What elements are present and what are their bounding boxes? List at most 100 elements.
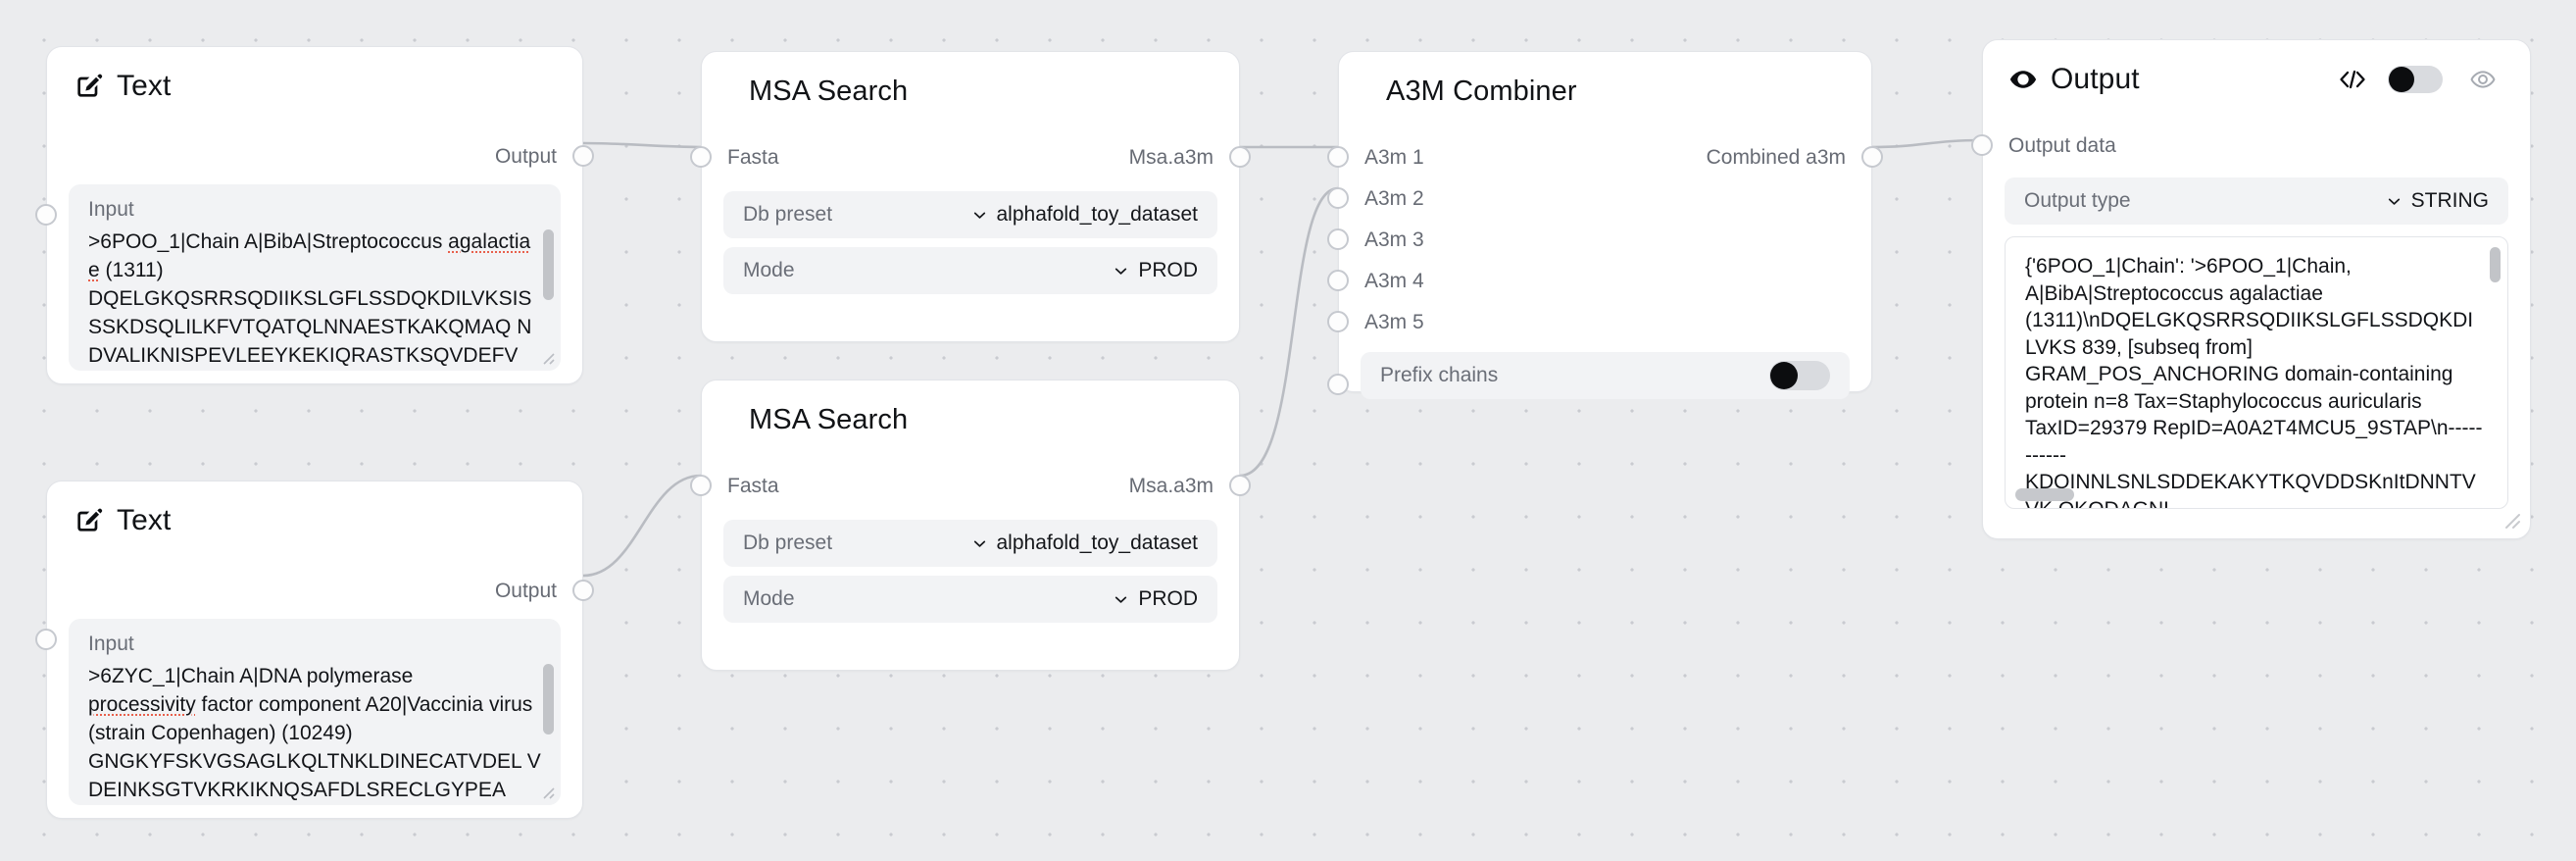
output-data-text: {'6POO_1|Chain': '>6POO_1|Chain, A|BibA|…	[2025, 255, 2483, 509]
input-port-handle[interactable]	[35, 629, 57, 650]
field-label: Output type	[2024, 189, 2131, 212]
a3m-2-input-port-handle[interactable]	[1327, 187, 1349, 209]
port-row-a3m-5: A3m 5	[1327, 305, 1871, 338]
field-label: Db preset	[743, 532, 833, 554]
field-mode[interactable]: Mode PROD	[723, 247, 1217, 294]
text-value-head: >6ZYC_1|Chain A|DNA polymerase	[88, 665, 414, 687]
vertical-scrollbar[interactable]	[2490, 247, 2501, 282]
field-mode[interactable]: Mode PROD	[723, 576, 1217, 623]
prefix-chains-toggle[interactable]	[1769, 361, 1830, 390]
vertical-scrollbar[interactable]	[543, 664, 554, 734]
node-text-2[interactable]: Text Output Input >6ZYC_1|Chain A|DNA po…	[35, 481, 594, 819]
edge-text1-to-msa1	[582, 141, 702, 149]
input-port-handle[interactable]	[35, 204, 57, 226]
prefix-chains-input-port-handle[interactable]	[1327, 374, 1349, 395]
msa-output-label: Msa.a3m	[1128, 474, 1214, 497]
horizontal-scrollbar[interactable]	[2015, 488, 2074, 501]
node-header: MSA Search	[702, 380, 1239, 441]
io-port-row: Fasta Msa.a3m	[690, 469, 1251, 502]
msa-output-port-handle[interactable]	[1229, 475, 1251, 496]
a3m-2-label: A3m 2	[1364, 186, 1424, 210]
io-port-row: Fasta Msa.a3m	[690, 140, 1251, 174]
field-label: Prefix chains	[1380, 364, 1499, 386]
a3m-4-label: A3m 4	[1364, 269, 1424, 292]
resize-handle[interactable]	[537, 347, 555, 365]
text-value-tail: factor component A20|Vaccinia virus (str…	[88, 693, 541, 801]
msa-output-label: Msa.a3m	[1128, 145, 1214, 169]
node-msa-search-2[interactable]: MSA Search Fasta Msa.a3m Db preset alpha…	[690, 380, 1251, 671]
output-port-label: Output	[494, 579, 557, 602]
code-brackets-icon[interactable]	[2338, 68, 2367, 91]
field-label: Mode	[743, 587, 795, 610]
port-row-a3m-2: A3m 2	[1327, 181, 1871, 215]
text-input-box[interactable]: Input >6ZYC_1|Chain A|DNA polymerase pro…	[69, 619, 561, 805]
node-header: Output	[1983, 40, 2530, 101]
output-data-port-row: Output data	[1971, 128, 2530, 162]
field-output-type[interactable]: Output type STRING	[2005, 177, 2508, 225]
fasta-input-port-handle[interactable]	[690, 146, 712, 168]
resize-handle[interactable]	[2499, 507, 2520, 529]
node-header: A3M Combiner	[1339, 52, 1871, 113]
text-value[interactable]: >6POO_1|Chain A|BibA|Streptococcus agala…	[88, 228, 541, 370]
port-row-a3m-3: A3m 3	[1327, 223, 1871, 256]
node-title-label: MSA Search	[749, 75, 909, 107]
fasta-input-port-handle[interactable]	[690, 475, 712, 496]
field-db-preset[interactable]: Db preset alphafold_toy_dataset	[723, 191, 1217, 238]
port-row-a3m-1: A3m 1 Combined a3m	[1327, 140, 1883, 174]
text-value[interactable]: >6ZYC_1|Chain A|DNA polymerase processiv…	[88, 662, 541, 804]
node-title-label: Text	[117, 504, 172, 536]
field-label: Input	[88, 633, 134, 655]
output-port-label: Output	[494, 144, 557, 168]
field-prefix-chains[interactable]: Prefix chains	[1361, 352, 1850, 399]
a3m-1-input-port-handle[interactable]	[1327, 146, 1349, 168]
vertical-scrollbar[interactable]	[543, 229, 554, 300]
resize-handle[interactable]	[537, 782, 555, 799]
output-data-input-port-handle[interactable]	[1971, 134, 1993, 156]
eye-outline-icon[interactable]	[2469, 66, 2497, 93]
a3m-5-label: A3m 5	[1364, 310, 1424, 333]
field-value[interactable]: alphafold_toy_dataset	[971, 203, 1198, 227]
chevron-down-icon	[1115, 596, 1127, 603]
a3m-3-input-port-handle[interactable]	[1327, 228, 1349, 250]
a3m-4-input-port-handle[interactable]	[1327, 270, 1349, 291]
node-a3m-combiner[interactable]: A3M Combiner A3m 1 Combined a3m A3m 2 A3…	[1327, 51, 1883, 399]
output-data-box[interactable]: {'6POO_1|Chain': '>6POO_1|Chain, A|BibA|…	[2005, 236, 2508, 509]
edge-combiner-to-output	[1871, 138, 1983, 149]
edge-msa2-to-a3m2	[1239, 186, 1339, 478]
field-value-text: PROD	[1138, 587, 1198, 610]
node-title-label: MSA Search	[749, 403, 909, 435]
output-visibility-toggle[interactable]	[2388, 66, 2443, 93]
field-value-text: STRING	[2410, 189, 2489, 212]
chevron-down-icon	[973, 212, 985, 219]
node-header: MSA Search	[702, 52, 1239, 113]
output-port-handle[interactable]	[572, 580, 594, 601]
eye-filled-icon	[2008, 65, 2038, 94]
field-db-preset[interactable]: Db preset alphafold_toy_dataset	[723, 520, 1217, 567]
field-value[interactable]: PROD	[1113, 587, 1198, 611]
output-data-label: Output data	[2008, 133, 2116, 157]
output-port-row: Output	[47, 574, 594, 607]
a3m-3-label: A3m 3	[1364, 228, 1424, 251]
field-value[interactable]: alphafold_toy_dataset	[971, 532, 1198, 555]
a3m-5-input-port-handle[interactable]	[1327, 311, 1349, 332]
combined-a3m-output-port-handle[interactable]	[1861, 146, 1883, 168]
a3m-1-label: A3m 1	[1364, 145, 1424, 169]
node-header: Text	[47, 47, 582, 108]
port-row-a3m-4: A3m 4	[1327, 264, 1871, 297]
msa-output-port-handle[interactable]	[1229, 146, 1251, 168]
fasta-input-label: Fasta	[727, 474, 779, 497]
node-text-1[interactable]: Text Output Input >6POO_1|Chain A|BibA|S…	[35, 46, 594, 384]
node-output[interactable]: Output Output data	[1971, 39, 2531, 539]
field-value[interactable]: STRING	[2386, 189, 2489, 213]
output-port-handle[interactable]	[572, 145, 594, 167]
node-title-label: A3M Combiner	[1386, 75, 1577, 107]
node-title-label: Output	[2051, 63, 2140, 95]
combined-a3m-output-label: Combined a3m	[1706, 145, 1846, 169]
text-input-box[interactable]: Input >6POO_1|Chain A|BibA|Streptococcus…	[69, 184, 561, 371]
field-value[interactable]: PROD	[1113, 259, 1198, 282]
chevron-down-icon	[2388, 198, 2400, 205]
node-msa-search-1[interactable]: MSA Search Fasta Msa.a3m Db preset alpha…	[690, 51, 1251, 342]
edit-pencil-square-icon	[73, 71, 104, 102]
toggle-knob	[1770, 362, 1798, 389]
